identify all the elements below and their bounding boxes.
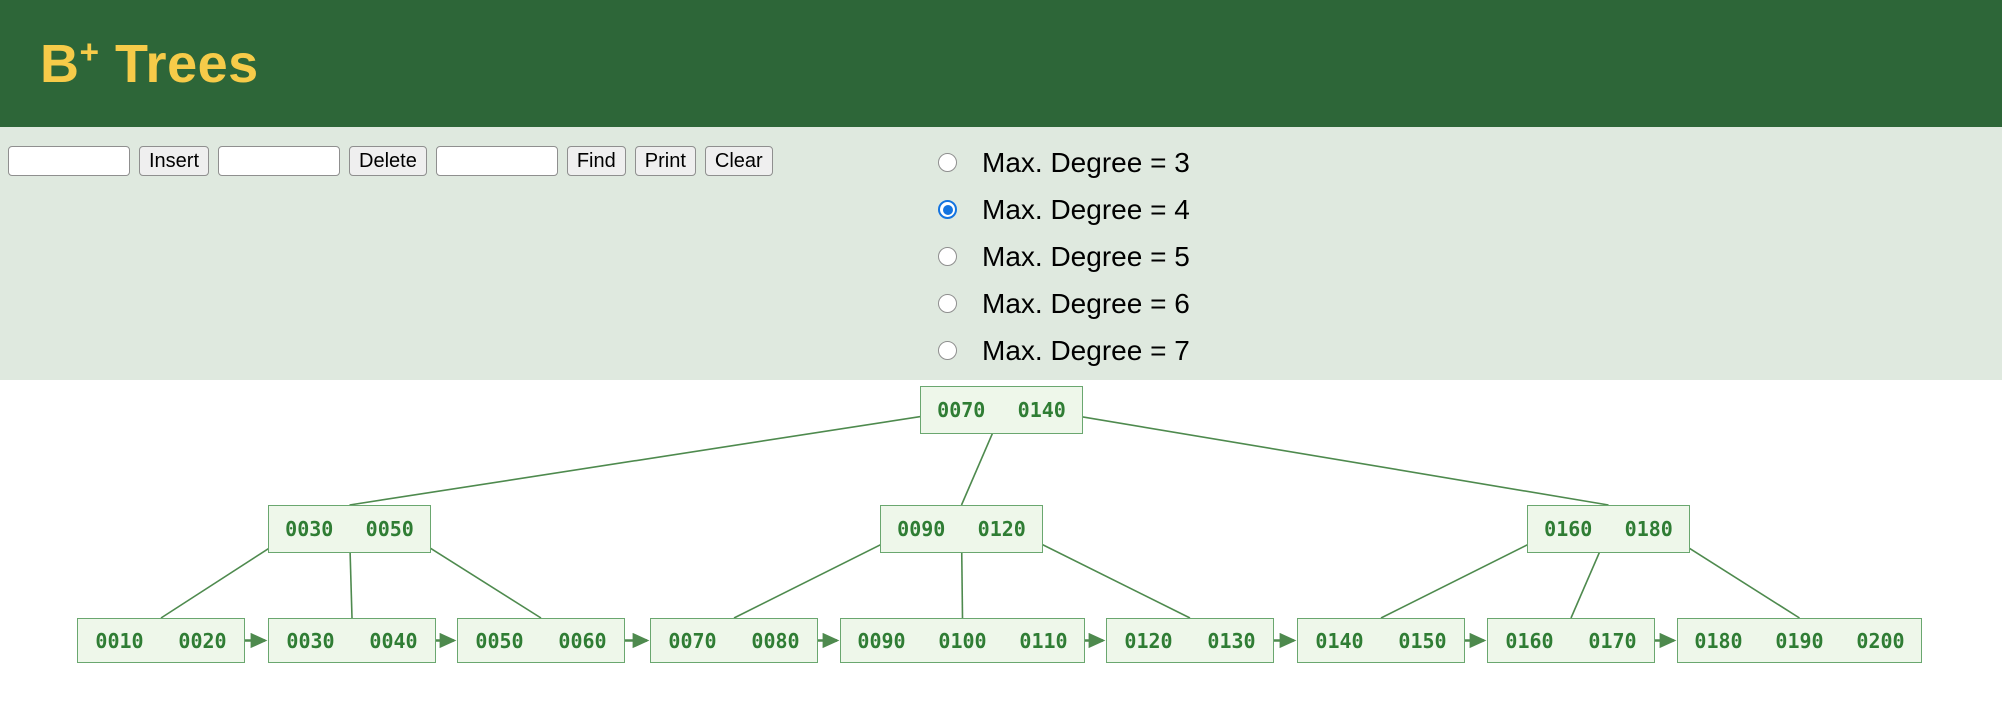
- toolbar: Insert Delete Find Print Clear: [8, 146, 773, 176]
- node-key: 0180: [1624, 517, 1673, 541]
- radio-label: Max. Degree = 5: [982, 240, 1190, 272]
- delete-button[interactable]: Delete: [349, 146, 427, 176]
- page-title-superscript: +: [79, 33, 100, 71]
- node-key: 0130: [1207, 628, 1256, 653]
- radio-label: Max. Degree = 6: [982, 287, 1190, 319]
- node-key: 0070: [937, 398, 986, 422]
- node-key: 0100: [938, 628, 987, 653]
- tree-canvas: 0070 0140 0030 0050 0090 0120 0160 0180 0010 0020…: [0, 380, 2002, 718]
- insert-button[interactable]: Insert: [139, 146, 210, 176]
- page-title: B+ Trees: [40, 33, 259, 94]
- node-key: 0010: [95, 628, 144, 653]
- node-key: 0030: [285, 517, 334, 541]
- leaf-node: 0010 0020: [77, 618, 245, 663]
- radio-button-icon[interactable]: [938, 247, 957, 266]
- node-key: 0150: [1398, 628, 1447, 653]
- root-node: 0070 0140: [920, 386, 1083, 434]
- radio-max-degree-5[interactable]: Max. Degree = 5: [938, 233, 1190, 280]
- internal-node: 0090 0120: [880, 505, 1043, 553]
- radio-max-degree-4[interactable]: Max. Degree = 4: [938, 186, 1190, 233]
- leaf-node: 0120 0130: [1106, 618, 1274, 663]
- delete-input[interactable]: [218, 146, 341, 176]
- radio-max-degree-7[interactable]: Max. Degree = 7: [938, 327, 1190, 374]
- clear-button[interactable]: Clear: [704, 146, 773, 176]
- find-button[interactable]: Find: [566, 146, 626, 176]
- page-title-base: B: [40, 33, 80, 94]
- page-header: B+ Trees: [0, 0, 2002, 127]
- leaf-node: 0140 0150: [1297, 618, 1465, 663]
- print-button[interactable]: Print: [634, 146, 696, 176]
- leaf-node: 0160 0170: [1487, 618, 1655, 663]
- find-input[interactable]: [435, 146, 558, 176]
- tree-edge: [349, 411, 948, 506]
- max-degree-radio-group: Max. Degree = 3 Max. Degree = 4 Max. Degre…: [938, 139, 1190, 374]
- tree-edge: [1380, 530, 1555, 619]
- node-key: 0170: [1588, 628, 1637, 653]
- node-key: 0110: [1019, 628, 1068, 653]
- radio-button-icon[interactable]: [938, 200, 957, 219]
- node-key: 0160: [1544, 517, 1593, 541]
- leaf-node: 0030 0040: [268, 618, 436, 663]
- node-key: 0180: [1694, 628, 1743, 653]
- node-key: 0090: [897, 517, 946, 541]
- node-key: 0090: [857, 628, 906, 653]
- radio-max-degree-3[interactable]: Max. Degree = 3: [938, 139, 1190, 186]
- leaf-node: 0090 0100 0110: [840, 618, 1085, 663]
- page-title-rest: Trees: [99, 33, 259, 94]
- node-key: 0060: [558, 628, 607, 653]
- radio-max-degree-6[interactable]: Max. Degree = 6: [938, 280, 1190, 327]
- node-key: 0070: [668, 628, 717, 653]
- node-key: 0140: [1315, 628, 1364, 653]
- radio-button-icon[interactable]: [938, 341, 957, 360]
- radio-button-icon[interactable]: [938, 294, 957, 313]
- leaf-node: 0050 0060: [457, 618, 625, 663]
- control-panel: Insert Delete Find Print Clear Max. Degr…: [0, 127, 2002, 380]
- internal-node: 0160 0180: [1527, 505, 1690, 553]
- radio-label: Max. Degree = 7: [982, 334, 1190, 366]
- node-key: 0040: [369, 628, 418, 653]
- node-key: 0160: [1505, 628, 1554, 653]
- node-key: 0080: [751, 628, 800, 653]
- leaf-node: 0180 0190 0200: [1677, 618, 1922, 663]
- node-key: 0050: [475, 628, 524, 653]
- node-key: 0120: [977, 517, 1026, 541]
- tree-edge: [733, 530, 908, 619]
- node-key: 0140: [1017, 398, 1066, 422]
- node-key: 0200: [1856, 628, 1905, 653]
- leaf-node: 0070 0080: [650, 618, 818, 663]
- node-key: 0190: [1775, 628, 1824, 653]
- node-key: 0020: [178, 628, 227, 653]
- insert-input[interactable]: [8, 146, 130, 176]
- node-key: 0030: [286, 628, 335, 653]
- node-key: 0050: [365, 517, 414, 541]
- tree-edge: [1055, 411, 1609, 506]
- radio-label: Max. Degree = 4: [982, 193, 1190, 225]
- node-key: 0120: [1124, 628, 1173, 653]
- radio-label: Max. Degree = 3: [982, 146, 1190, 178]
- internal-node: 0030 0050: [268, 505, 431, 553]
- tree-edge: [1015, 530, 1191, 619]
- radio-button-icon[interactable]: [938, 153, 957, 172]
